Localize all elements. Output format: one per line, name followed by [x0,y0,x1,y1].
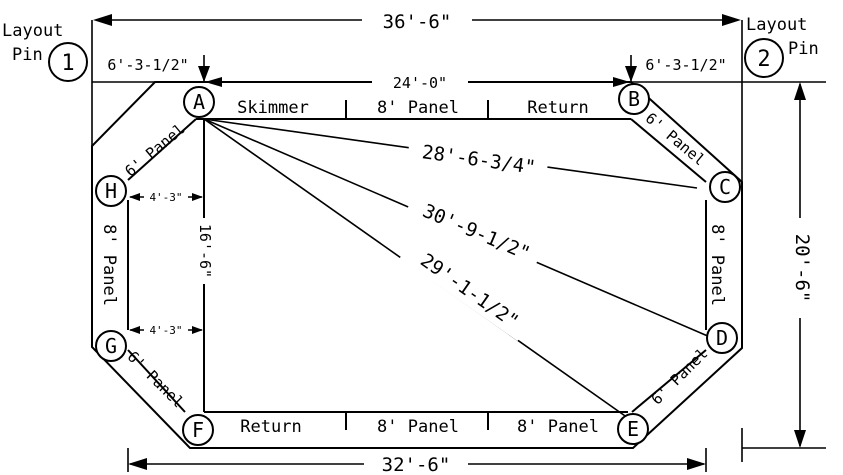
wall-left-side: 8' Panel [99,224,119,306]
layout-pin-1-label-2: Pin [12,45,43,65]
diag-ae-label: 29'-1-1/2" [416,249,522,333]
corner-a: A [183,86,215,118]
dim-overall-height: 20'-6" [788,82,813,448]
wall-gf-panel: 6' Panel [124,348,188,412]
dim-g-offset: 4'-3" [129,323,203,337]
corner-a-label: A [193,90,205,114]
pool-outer-outline [91,81,743,449]
pin2-offset-label: 6'-3-1/2" [645,56,726,74]
bottom-width-label: 32'-6" [382,454,451,475]
dim-overall-width: 36'-6" [93,8,741,34]
corner-e-label: E [627,417,639,441]
corner-f-label: F [192,418,204,442]
layout-pin-1-number: 1 [61,51,74,76]
corner-b: B [618,83,650,115]
pool-inner-walls [127,100,707,430]
g-offset-label: 4'-3" [149,324,182,337]
corner-d-label: D [716,326,728,350]
layout-pin-1: Layout Pin 1 [2,21,88,82]
layout-pin-2-label-2: Pin [788,39,819,59]
wall-top-skimmer: Skimmer [237,98,309,118]
wall-bottom-return: Return [240,417,301,437]
overall-height-label: 20'-6" [791,234,813,303]
layout-pin-2-number: 2 [757,47,770,72]
layout-pin-1-label-1: Layout [2,21,63,41]
overall-width-label: 36'-6" [383,11,452,33]
wall-bottom-panel-2: 8' Panel [517,417,599,437]
corner-h: H [95,175,127,207]
corner-c-label: C [719,175,731,199]
corner-c: C [709,171,741,203]
wall-right-side: 8' Panel [707,224,727,306]
wall-top-return: Return [527,98,588,118]
wall-top-panel: 8' Panel [377,98,459,118]
dim-pin2-offset: 6'-3-1/2" [625,56,727,82]
dim-top-inner-width: 24'-0" [205,72,630,92]
corner-h-label: H [105,179,117,203]
corner-b-label: B [628,87,640,111]
wall-bc-panel: 6' Panel [642,109,709,169]
wall-de-panel: 6' Panel [648,345,712,409]
dim-bottom-width: 32'-6" [128,453,706,475]
corner-g: G [95,330,127,362]
h-offset-label: 4'-3" [149,191,182,204]
dim-inner-height: 16'-6" [194,218,214,284]
corner-f: F [182,414,214,446]
dim-pin1-offset: 6'-3-1/2" [107,56,210,82]
diag-ac-dim: 28'-6-3/4" [406,135,550,181]
top-inner-width-label: 24'-0" [393,74,447,92]
layout-pin-2-label-1: Layout [746,15,807,35]
corner-g-label: G [105,334,117,358]
wall-ah-panel: 6' Panel [121,120,188,180]
wall-bottom-panel-1: 8' Panel [377,417,459,437]
corner-d: D [706,322,738,354]
inner-height-label: 16'-6" [196,224,214,278]
pin1-offset-label: 6'-3-1/2" [107,56,188,74]
dim-h-offset: 4'-3" [129,190,203,204]
corner-e: E [617,413,649,445]
layout-pin-2: Layout Pin 2 [744,15,819,78]
